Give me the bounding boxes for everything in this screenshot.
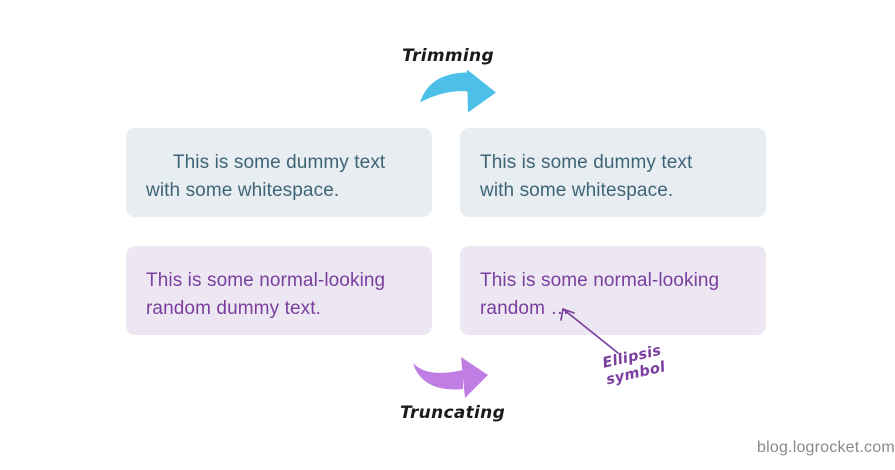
text-box-whitespace-after: This is some dummy text with some whites… [460, 128, 766, 217]
watermark-url: blog.logrocket.com [757, 439, 895, 456]
truncating-swoosh-arrow-icon [413, 357, 488, 398]
trimming-label: Trimming [402, 46, 494, 66]
box-text-line: random dummy text. [146, 298, 321, 319]
box-text-line: random … [480, 298, 570, 319]
box-text-line: This is some dummy text [146, 152, 386, 173]
trimming-swoosh-arrow-icon [420, 69, 496, 113]
text-box-truncate-after: This is some normal-looking random … [460, 246, 766, 335]
box-text-line: This is some normal-looking [146, 270, 386, 291]
box-text-line: with some whitespace. [480, 180, 674, 201]
text-box-whitespace-before: This is some dummy text with some whites… [126, 128, 432, 217]
ellipsis-pointer-arrow-icon [560, 308, 619, 354]
text-box-truncate-before: This is some normal-looking random dummy… [126, 246, 432, 335]
box-text-line: This is some normal-looking [480, 270, 720, 291]
box-text-line: This is some dummy text [480, 152, 693, 173]
truncating-label: Truncating [399, 403, 506, 423]
box-text-line: with some whitespace. [146, 180, 340, 201]
